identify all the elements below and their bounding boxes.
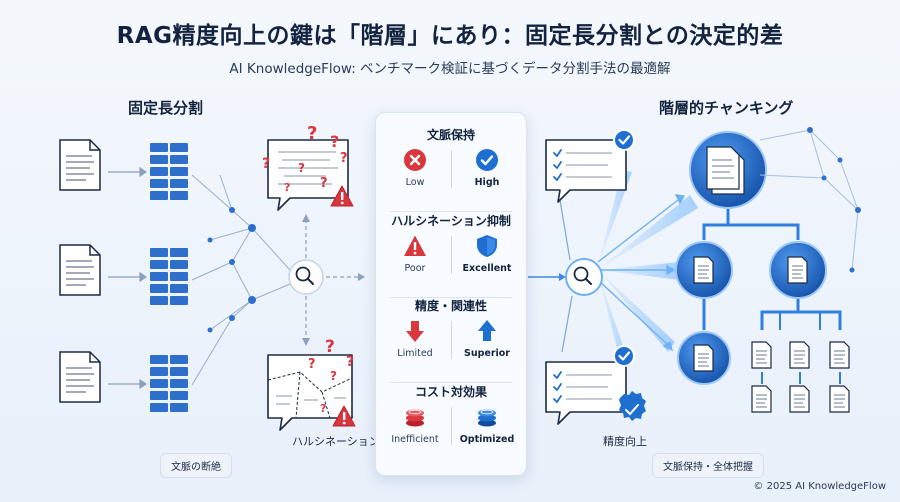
right-section-heading: 階層的チャンキング: [659, 99, 794, 117]
svg-text:?: ?: [320, 176, 328, 191]
page-title: RAG精度向上の鍵は「階層」にあり：固定長分割との決定的差: [116, 23, 784, 49]
metric-title: 文脈保持: [426, 128, 475, 142]
fixed-chunks-icon: [150, 355, 188, 412]
svg-text:?: ?: [307, 123, 317, 144]
svg-text:?: ?: [284, 181, 290, 194]
coins-red-icon: [406, 409, 424, 427]
source-document-icon: [59, 244, 101, 296]
fixed-chunks-icon: [150, 248, 188, 305]
svg-text:?: ?: [340, 151, 348, 166]
search-icon: [288, 259, 324, 295]
metric-hallucination-suppression: ハルシネーション抑制 Poor Excellent: [376, 212, 526, 300]
metric-accuracy-relevance: 精度・関連性 Limited Superior: [376, 297, 526, 385]
fragmented-answer-bubble-icon: ? ? ? ? ?: [267, 337, 356, 431]
check-circle-icon: [476, 149, 498, 171]
context-break-badge: 文脈の断絶: [160, 453, 232, 478]
svg-text:?: ?: [330, 132, 339, 151]
metric-title: 精度・関連性: [414, 299, 487, 313]
copyright-footer: © 2025 AI KnowledgeFlow: [753, 481, 886, 492]
fixed-chunks-icon: [150, 143, 188, 200]
root-document-node-icon: [689, 131, 767, 209]
context-retention-badge: 文脈保持・全体把握: [652, 453, 764, 478]
page-subtitle: AI KnowledgeFlow: ベンチマーク検証に基づくデータ分割手法の最適…: [229, 61, 671, 77]
accurate-answer-bubble-icon: [545, 344, 636, 425]
left-section-heading: 固定長分割: [128, 99, 204, 117]
confused-answer-bubble-icon: ? ? ? ? ? ? ?: [262, 123, 354, 211]
svg-text:?: ?: [325, 337, 335, 357]
search-icon: [565, 258, 603, 296]
shield-icon: [477, 235, 497, 257]
metric-title: コスト対効果: [414, 385, 487, 399]
comparison-panel: 文脈保持 Low High ハルシネーション抑制 Poor Excellent: [375, 112, 527, 476]
warning-icon: [404, 235, 426, 256]
arrow-down-icon: [406, 321, 424, 342]
coins-blue-icon: [478, 409, 496, 427]
retrieval-beams: [598, 170, 698, 368]
metric-high-label: Excellent: [462, 263, 512, 274]
svg-text:?: ?: [262, 156, 270, 172]
metric-high-label: Superior: [463, 348, 510, 359]
section-node-icon: [675, 241, 733, 299]
metric-high-label: High: [474, 177, 500, 188]
metric-title: ハルシネーション抑制: [391, 214, 511, 228]
metric-low-label: Poor: [404, 263, 426, 274]
svg-text:?: ?: [308, 357, 316, 372]
section-node-icon: [769, 241, 827, 299]
metric-context-retention: 文脈保持 Low High: [376, 126, 526, 214]
source-document-icon: [59, 139, 101, 191]
metric-cost-effectiveness: コスト対効果 Inefficient Optimized: [376, 383, 526, 471]
metric-low-label: Inefficient: [391, 434, 439, 445]
metric-low-label: Limited: [397, 348, 433, 359]
precision-improvement-label: 精度向上: [603, 435, 647, 448]
svg-text:?: ?: [330, 369, 337, 383]
accurate-answer-bubble-icon: [545, 128, 636, 203]
metric-low-label: Low: [405, 177, 425, 188]
hallucination-label: ハルシネーション: [292, 435, 380, 448]
source-document-icon: [59, 351, 101, 403]
verified-badge-icon: [619, 391, 646, 421]
svg-text:?: ?: [346, 354, 354, 370]
metric-high-label: Optimized: [459, 434, 515, 445]
x-circle-icon: [404, 149, 426, 171]
arrow-up-icon: [478, 320, 496, 341]
leaf-node-icon: [677, 331, 731, 385]
svg-text:?: ?: [298, 161, 305, 175]
svg-text:?: ?: [320, 402, 326, 415]
